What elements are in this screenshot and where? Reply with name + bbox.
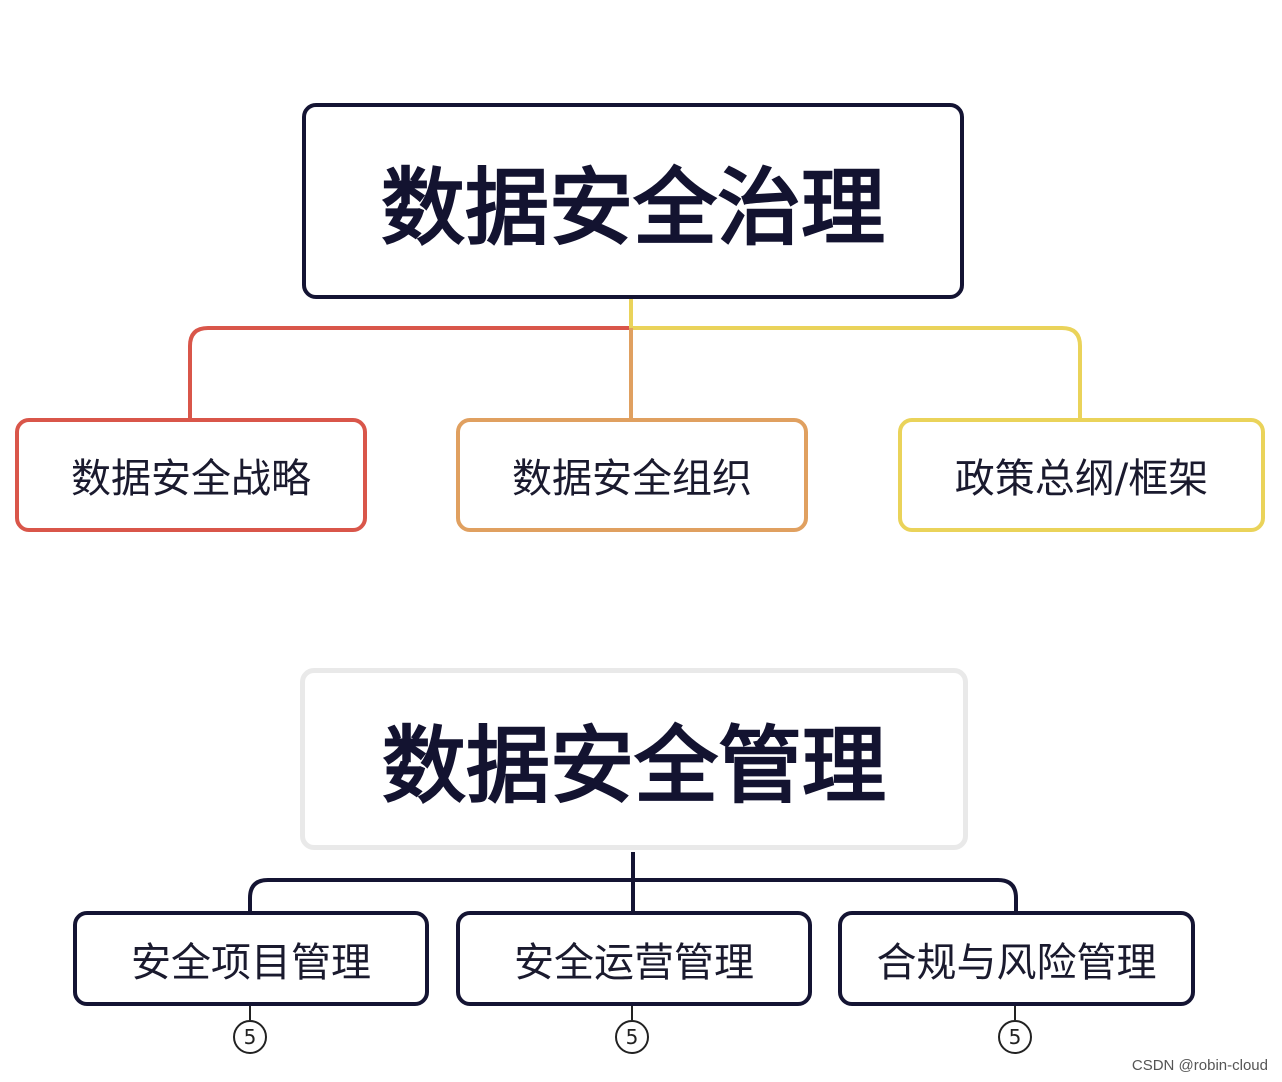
node-project-management[interactable]: 安全项目管理 [73, 911, 429, 1006]
connector-red [188, 326, 630, 420]
node-project-management-label: 安全项目管理 [131, 939, 371, 986]
connector-right-dark [633, 878, 1018, 913]
watermark-text: CSDN @robin-cloud [1131, 1057, 1268, 1074]
node-compliance-risk-management-label: 合规与风险管理 [876, 939, 1157, 986]
collapsed-count-badge-1[interactable]: 5 [233, 1020, 267, 1054]
node-operations-management[interactable]: 安全运营管理 [456, 911, 812, 1006]
collapsed-count-badge-3[interactable]: 5 [998, 1020, 1032, 1054]
root-node-governance-label: 数据安全治理 [380, 158, 885, 257]
root-node-governance[interactable]: 数据安全治理 [302, 103, 964, 299]
node-strategy[interactable]: 数据安全战略 [15, 418, 367, 532]
node-strategy-label: 数据安全战略 [71, 456, 311, 502]
connector-left-dark [248, 878, 633, 913]
root-node-management[interactable]: 数据安全管理 [300, 668, 968, 850]
node-policy-framework[interactable]: 政策总纲/框架 [898, 418, 1265, 532]
node-compliance-risk-management[interactable]: 合规与风险管理 [838, 911, 1195, 1006]
node-operations-management-label: 安全运营管理 [514, 939, 754, 986]
badge-count-3: 5 [1008, 1025, 1022, 1049]
collapsed-count-badge-2[interactable]: 5 [615, 1020, 649, 1054]
node-policy-framework-label: 政策总纲/框架 [954, 456, 1209, 502]
connector-yellow [630, 326, 1082, 420]
node-organization-label: 数据安全组织 [512, 456, 752, 502]
badge-count-1: 5 [243, 1025, 257, 1049]
root-node-management-label: 数据安全管理 [381, 716, 886, 815]
node-organization[interactable]: 数据安全组织 [456, 418, 808, 532]
badge-count-2: 5 [625, 1025, 639, 1049]
